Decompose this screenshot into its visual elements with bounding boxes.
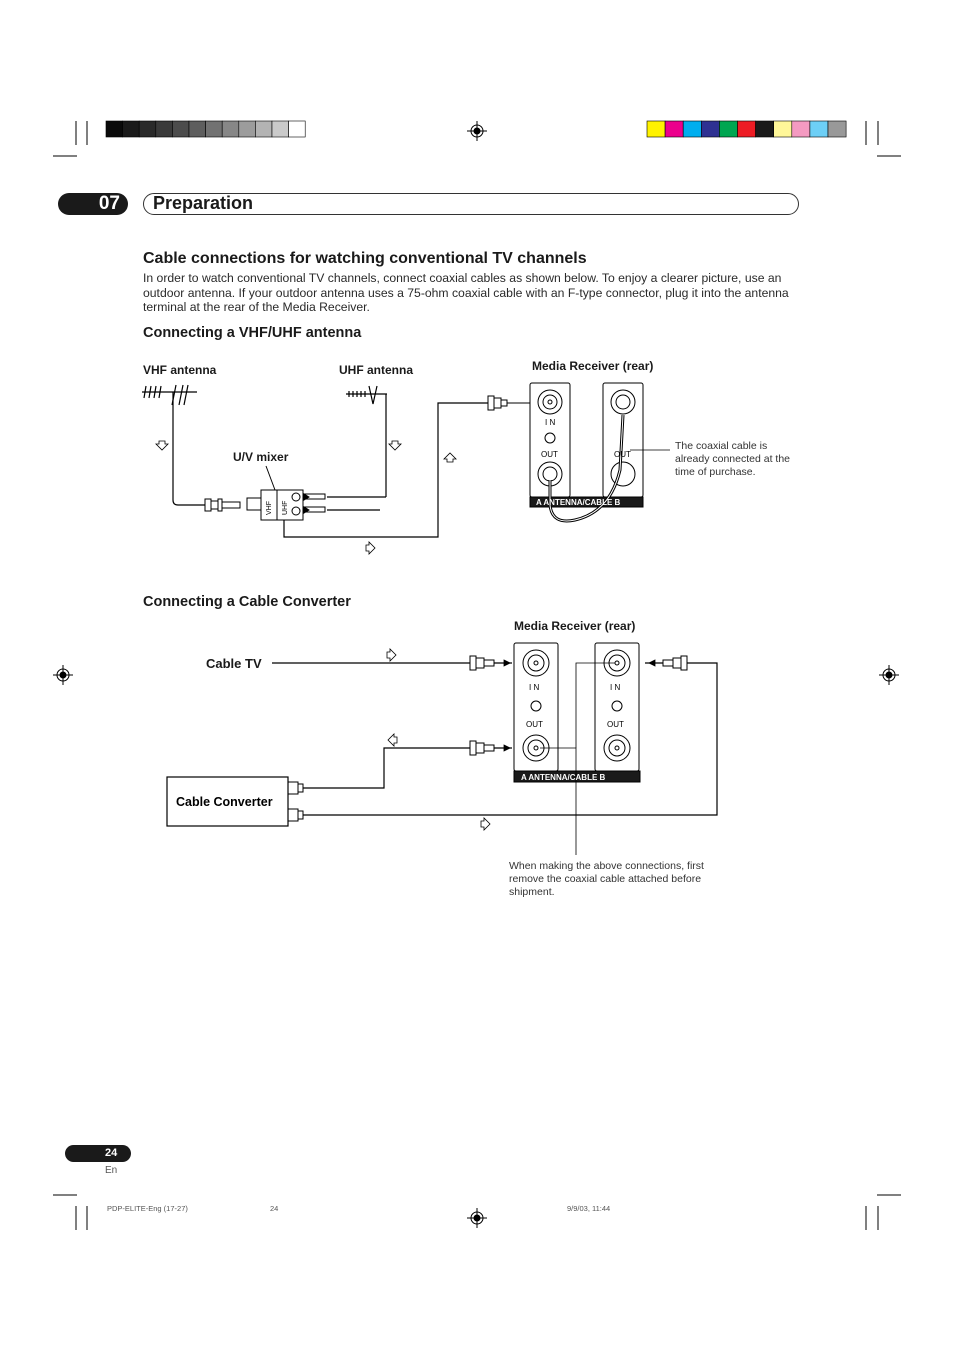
cable-lines-2	[272, 662, 718, 816]
crop-marks	[53, 121, 901, 1230]
calibration-swatch	[288, 120, 306, 138]
f-connector-icon	[204, 395, 530, 512]
calibration-swatch	[827, 120, 847, 138]
remove-cable-note: When making the above connections, first…	[509, 860, 704, 899]
uv-mixer-label: U/V mixer	[233, 450, 289, 464]
mixer-uhf-text: UHF	[282, 501, 289, 515]
print-file-name: PDP-ELITE-Eng (17-27)	[107, 1204, 188, 1213]
vhf-antenna-icon	[142, 384, 197, 500]
receiver-label-2: Media Receiver (rear)	[514, 619, 636, 633]
vhf-antenna-label: VHF antenna	[143, 363, 217, 377]
f-connector-icon-2	[287, 655, 688, 822]
cable-converter-box	[166, 776, 289, 827]
cable-converter-label: Cable Converter	[176, 795, 273, 809]
receiver-panel-2	[513, 642, 641, 783]
in-label-b2: I N	[610, 683, 620, 692]
in-label-a2: I N	[529, 683, 539, 692]
in-label-a1: I N	[545, 418, 555, 427]
coax-preconnected-note: The coaxial cable is already connected a…	[675, 440, 790, 479]
out-label-a1: OUT	[541, 450, 558, 459]
cable-lines	[172, 402, 488, 538]
grayscale-calibration-bar	[105, 120, 306, 138]
flow-arrow-icon	[386, 648, 656, 831]
uv-mixer-icon	[246, 465, 326, 521]
print-file-page: 24	[270, 1204, 279, 1213]
chapter-title: Preparation	[153, 193, 254, 213]
registration-mark-left	[53, 665, 73, 685]
uhf-antenna-icon	[346, 385, 387, 497]
out-label-a2: OUT	[526, 720, 543, 729]
uhf-antenna-label: UHF antenna	[339, 363, 414, 377]
out-label-b1: OUT	[614, 450, 631, 459]
page-number: 24	[65, 1145, 131, 1162]
note-leader-line-2	[540, 662, 615, 855]
chapter-number: 07	[58, 193, 128, 215]
receiver-label-1: Media Receiver (rear)	[532, 359, 654, 373]
panel-label-2: A ANTENNA/CABLE B	[521, 773, 606, 782]
registration-mark-top	[467, 121, 487, 141]
section-title: Cable connections for watching conventio…	[143, 250, 587, 267]
vhf-uhf-heading: Connecting a VHF/UHF antenna	[143, 325, 362, 341]
registration-mark-bottom	[467, 1208, 487, 1228]
registration-mark-right	[879, 665, 899, 685]
loop-cable-inner	[549, 414, 624, 522]
language-label: En	[105, 1165, 118, 1176]
flow-arrow-icon	[155, 440, 457, 555]
print-timestamp: 9/9/03, 11:44	[567, 1204, 611, 1213]
cable-tv-label: Cable TV	[206, 656, 262, 671]
out-label-b2: OUT	[607, 720, 624, 729]
mixer-vhf-text: VHF	[266, 501, 273, 515]
panel-label-1: A ANTENNA/CABLE B	[536, 498, 621, 507]
color-calibration-bar	[646, 120, 847, 138]
chapter-bar	[143, 193, 799, 215]
cable-converter-heading: Connecting a Cable Converter	[143, 594, 351, 610]
section-intro: In order to watch conventional TV channe…	[143, 271, 789, 315]
